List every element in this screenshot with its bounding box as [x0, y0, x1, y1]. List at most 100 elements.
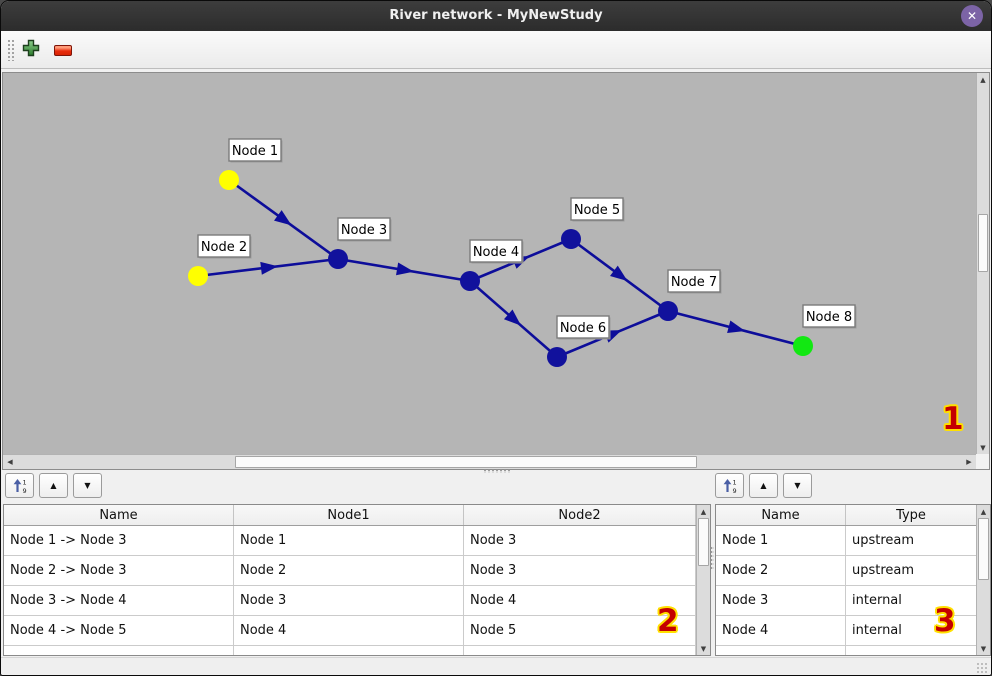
table-cell[interactable]: internal	[846, 586, 977, 615]
column-header[interactable]: Node2	[464, 505, 696, 525]
add-plus-icon	[22, 39, 40, 61]
table-cell[interactable]: upstream	[846, 556, 977, 585]
table-cell[interactable]: Node 2 -> Node 3	[4, 556, 234, 585]
table-cell[interactable]: Node 5	[464, 616, 696, 645]
table-cell[interactable]: Node 1	[716, 526, 846, 555]
scroll-up-icon[interactable]: ▲	[700, 507, 707, 516]
column-header[interactable]: Node1	[234, 505, 464, 525]
edge-arrow-icon	[610, 265, 628, 281]
table-cell[interactable]: Node 1 -> Node 3	[4, 526, 234, 555]
titlebar[interactable]: River network - MyNewStudy ✕	[1, 1, 991, 31]
column-header[interactable]: Name	[716, 505, 846, 525]
annotation-step-2: 2	[657, 603, 679, 639]
table-cell[interactable]: Node 4	[234, 616, 464, 645]
nodes-sort-button[interactable]: 1 9	[715, 473, 744, 498]
node-label[interactable]: Node 7	[667, 269, 722, 294]
add-node-button[interactable]	[20, 39, 42, 61]
sort-1-9-icon: 1 9	[13, 478, 26, 494]
svg-text:1: 1	[732, 478, 736, 486]
nodes-move-down-button[interactable]: ▼	[783, 473, 812, 498]
links-move-up-button[interactable]: ▲	[39, 473, 68, 498]
horizontal-splitter-handle[interactable]	[483, 469, 511, 473]
table-cell[interactable]	[716, 646, 846, 655]
canvas-horizontal-scrollbar[interactable]: ◀ ▶	[3, 454, 976, 469]
window-resize-grip[interactable]	[976, 662, 988, 674]
table-cell[interactable]	[846, 646, 977, 655]
links-scroll-thumb[interactable]	[698, 518, 709, 566]
links-table-scrollbar[interactable]: ▲ ▼	[696, 505, 710, 655]
network-node[interactable]	[658, 301, 678, 321]
scroll-left-icon[interactable]: ◀	[7, 458, 13, 466]
table-cell[interactable]: upstream	[846, 526, 977, 555]
node-label[interactable]: Node 3	[337, 217, 392, 242]
node-label[interactable]: Node 5	[570, 197, 625, 222]
scroll-right-icon[interactable]: ▶	[966, 458, 972, 466]
vertical-splitter-handle[interactable]	[710, 546, 714, 570]
scroll-down-icon[interactable]: ▼	[980, 644, 987, 653]
node-label[interactable]: Node 6	[556, 315, 611, 340]
table-cell[interactable]: Node 4	[716, 616, 846, 645]
column-header[interactable]: Type	[846, 505, 977, 525]
table-cell[interactable]: Node 4	[464, 586, 696, 615]
canvas-horizontal-scroll-thumb[interactable]	[235, 456, 697, 468]
network-node[interactable]	[328, 249, 348, 269]
table-cell[interactable]: Node 4 -> Node 5	[4, 616, 234, 645]
network-node[interactable]	[219, 170, 239, 190]
nodes-scroll-thumb[interactable]	[978, 518, 989, 580]
canvas-vertical-scroll-thumb[interactable]	[978, 214, 988, 272]
node-label[interactable]: Node 4	[469, 239, 524, 264]
edge-arrow-icon	[503, 309, 522, 326]
column-header[interactable]: Name	[4, 505, 234, 525]
node-label[interactable]: Node 2	[197, 234, 252, 259]
svg-text:Node 7: Node 7	[671, 275, 717, 290]
network-node[interactable]	[188, 266, 208, 286]
table-cell[interactable]: Node 3 -> Node 4	[4, 586, 234, 615]
scroll-up-icon[interactable]: ▲	[980, 507, 987, 516]
network-canvas[interactable]: Node 1 Node 2 Node 3 Node 4 Node 5 Node 6 Node…	[3, 73, 976, 454]
scroll-down-icon[interactable]: ▼	[700, 644, 707, 653]
close-button[interactable]: ✕	[961, 5, 983, 27]
table-cell[interactable]: Node 1	[234, 526, 464, 555]
nodes-move-up-button[interactable]: ▲	[749, 473, 778, 498]
nodes-table-scrollbar[interactable]: ▲ ▼	[976, 505, 990, 655]
table-cell[interactable]: Node 2	[716, 556, 846, 585]
node-label[interactable]: Node 1	[228, 138, 283, 163]
network-node[interactable]	[561, 229, 581, 249]
table-cell[interactable]: Node 3	[234, 586, 464, 615]
table-row[interactable]	[716, 646, 990, 655]
network-node[interactable]	[547, 347, 567, 367]
network-node[interactable]	[460, 271, 480, 291]
links-sort-button[interactable]: 1 9	[5, 473, 34, 498]
table-cell[interactable]	[4, 646, 234, 655]
table-cell[interactable]: Node 3	[716, 586, 846, 615]
table-cell[interactable]: internal	[846, 616, 977, 645]
down-triangle-icon: ▼	[84, 481, 91, 490]
table-cell[interactable]: Node 3	[464, 526, 696, 555]
canvas-vertical-scrollbar[interactable]: ▲ ▼	[976, 73, 989, 454]
table-cell[interactable]	[234, 646, 464, 655]
links-move-down-button[interactable]: ▼	[73, 473, 102, 498]
toolbar-grip-handle[interactable]	[7, 39, 15, 61]
table-cell[interactable]: Node 2	[234, 556, 464, 585]
node-label[interactable]: Node 8	[802, 304, 857, 329]
table-cell[interactable]	[464, 646, 696, 655]
toolbar	[1, 31, 991, 69]
table-row[interactable]	[4, 646, 710, 655]
table-cell[interactable]: Node 3	[464, 556, 696, 585]
network-node[interactable]	[793, 336, 813, 356]
svg-text:1: 1	[22, 478, 26, 486]
scroll-down-icon[interactable]: ▼	[980, 443, 986, 452]
scroll-up-icon[interactable]: ▲	[980, 75, 986, 84]
remove-node-button[interactable]	[52, 39, 74, 61]
